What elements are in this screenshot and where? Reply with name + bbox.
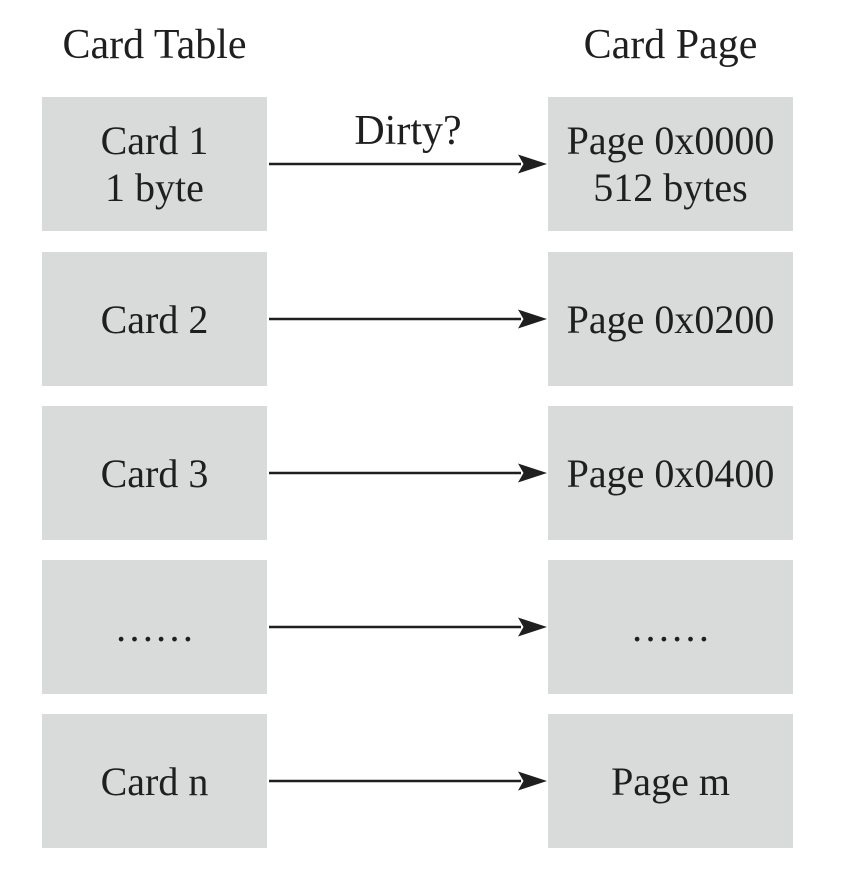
card-page-cell: ……	[548, 560, 793, 694]
card-table-cell: Card 2	[42, 252, 267, 386]
mapping-row: Card 1 1 byte Dirty? Page 0x0000 512 byt…	[0, 97, 852, 231]
mapping-row: Card 3 Page 0x0400	[0, 406, 852, 540]
card-page-header: Card Page	[583, 22, 758, 68]
card-table-header: Card Table	[62, 22, 247, 68]
card-table-cell: Card 3	[42, 406, 267, 540]
arrow-right-icon	[269, 152, 547, 176]
card-page-cell: Page 0x0400	[548, 406, 793, 540]
arrow-right-icon	[269, 615, 547, 639]
card-table-cell: Card 1 1 byte	[42, 97, 267, 231]
card-page-cell: Page 0x0000 512 bytes	[548, 97, 793, 231]
card-table-cell: Card n	[42, 714, 267, 848]
card-table-cell: ……	[42, 560, 267, 694]
mapping-row: Card n Page m	[0, 714, 852, 848]
mapping-row: Card 2 Page 0x0200	[0, 252, 852, 386]
arrow-right-icon	[269, 307, 547, 331]
mapping-row: …… ……	[0, 560, 852, 694]
card-page-cell: Page m	[548, 714, 793, 848]
card-page-cell: Page 0x0200	[548, 252, 793, 386]
dirty-arrow-label: Dirty?	[354, 108, 462, 154]
arrow-right-icon	[269, 461, 547, 485]
arrow-right-icon	[269, 769, 547, 793]
